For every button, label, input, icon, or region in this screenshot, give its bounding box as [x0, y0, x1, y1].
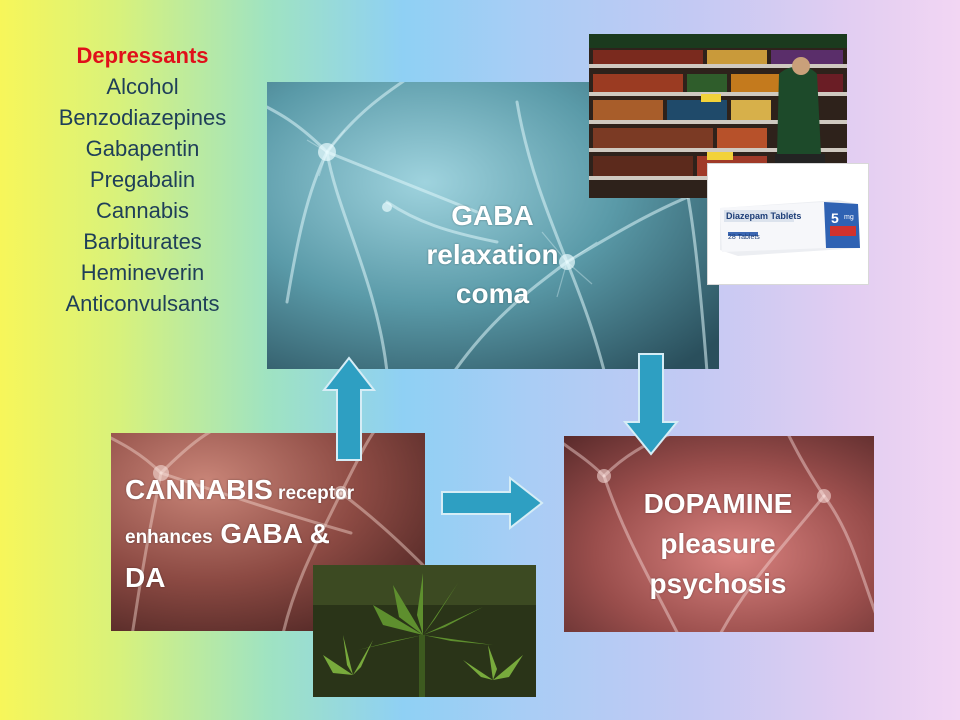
pleasure-line: pleasure: [660, 528, 776, 559]
da-word: DA: [125, 562, 166, 593]
right-arrow: [441, 476, 544, 530]
diazepam-name: Diazepam Tablets: [726, 211, 802, 221]
depressant-item: Pregabalin: [89, 167, 196, 192]
dopamine-neuron-panel: [564, 436, 874, 632]
diazepam-image: [708, 164, 868, 284]
down-arrow: [623, 353, 679, 456]
up-arrow: [322, 356, 376, 461]
diazepam-count: 28 Tablets: [728, 234, 760, 241]
depressants-list: Depressants Alcohol Benzodiazepines Gaba…: [30, 40, 255, 319]
diazepam-count-label: Tablets: [737, 234, 760, 241]
receptor-word: receptor: [272, 483, 355, 504]
cannabis-label: CANNABIS receptor enhances GABA & DA: [125, 470, 415, 598]
enhances-word: enhances: [125, 527, 213, 548]
depressant-item: Anticonvulsants: [65, 291, 220, 316]
depressant-item: Cannabis: [96, 198, 189, 223]
depressant-item: Benzodiazepines: [58, 105, 227, 130]
neuron-image: [564, 436, 874, 632]
gaba-and-word: GABA &: [212, 518, 330, 549]
psychosis-line: psychosis: [649, 568, 787, 599]
diazepam-box-photo: Diazepam Tablets 28 Tablets 5 mg: [708, 164, 868, 284]
cannabis-plant-photo: [313, 565, 536, 697]
diazepam-dose: 5: [831, 210, 839, 226]
depressants-title: Depressants: [76, 43, 209, 68]
depressant-item: Barbiturates: [83, 229, 202, 254]
gaba-line: GABA: [451, 200, 534, 231]
depressant-item: Alcohol: [106, 74, 179, 99]
diazepam-dose-unit: mg: [844, 214, 854, 221]
diazepam-count-number: 28: [728, 234, 736, 241]
cannabis-word: CANNABIS: [125, 474, 273, 505]
dopamine-line: DOPAMINE: [643, 488, 793, 519]
plant-image: [313, 565, 536, 697]
depressant-item: Gabapentin: [85, 136, 200, 161]
depressant-item: Hemineverin: [80, 260, 205, 285]
coma-line: coma: [455, 278, 530, 309]
dopamine-label: DOPAMINE pleasure psychosis: [598, 484, 838, 604]
gaba-label: GABA relaxation coma: [385, 196, 600, 313]
relaxation-line: relaxation: [426, 239, 559, 270]
